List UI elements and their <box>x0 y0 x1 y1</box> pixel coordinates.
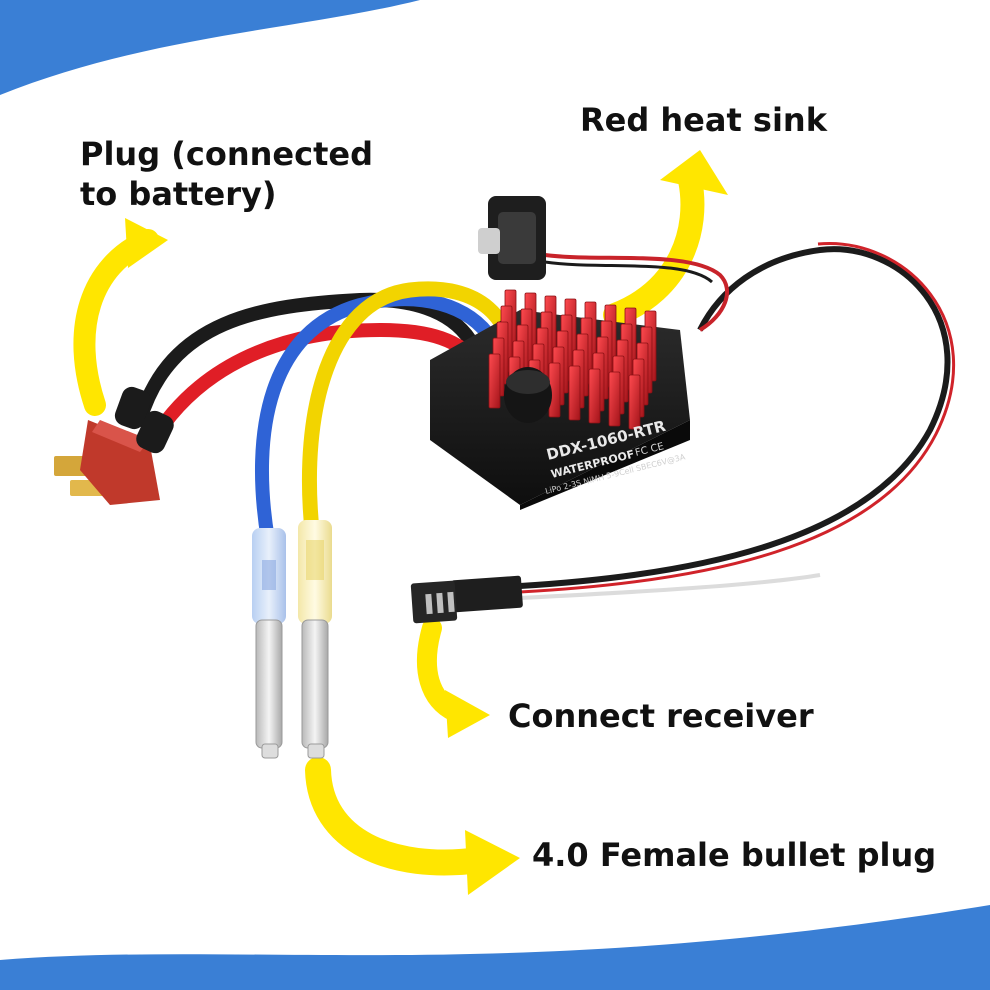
heat-sink-fin <box>608 371 621 427</box>
t-plug-connector <box>54 420 160 505</box>
heat-sink-fin <box>488 353 501 409</box>
heat-sink-fin <box>588 368 601 424</box>
bullet-sleeve-blue <box>252 528 286 624</box>
curved-arrow-icon <box>465 830 520 895</box>
receiver-wire-white <box>519 573 821 600</box>
wire-boot <box>136 410 174 454</box>
curved-arrow-icon <box>125 218 168 268</box>
callout-plug-line2: to battery) <box>80 175 277 213</box>
motor-wire-blue <box>254 292 499 547</box>
receiver-wire-red <box>519 242 956 594</box>
callout-plug-line1: Plug (connected <box>80 135 373 173</box>
red-heat-sink <box>488 289 657 430</box>
curved-arrow-icon <box>603 168 705 327</box>
curved-arrow-icon <box>445 690 490 738</box>
female-bullet-plug <box>255 619 283 759</box>
switch-wire <box>544 253 730 332</box>
receiver-connector <box>410 575 523 624</box>
bullet-sleeve-yellow <box>298 520 332 624</box>
switch-wire-black <box>544 260 713 284</box>
callout-bullet: 4.0 Female bullet plug <box>532 836 937 874</box>
corner-accent-top-left <box>0 0 420 95</box>
curved-arrow-icon <box>660 150 728 195</box>
battery-wire-black <box>133 292 477 427</box>
heat-sink-fin <box>568 365 581 421</box>
callout-plug: Plug (connected to battery) <box>80 134 373 214</box>
receiver-wire-black <box>519 246 951 589</box>
capacitor <box>506 370 550 394</box>
callout-receiver: Connect receiver <box>508 697 814 735</box>
power-switch-icon <box>478 196 546 280</box>
female-bullet-plug <box>301 619 329 759</box>
wire-boot <box>114 386 152 430</box>
curved-arrow-icon <box>305 757 493 876</box>
callout-heat-sink: Red heat sink <box>580 101 827 139</box>
corner-accent-bottom <box>0 905 990 990</box>
heat-sink-fin <box>628 374 641 430</box>
